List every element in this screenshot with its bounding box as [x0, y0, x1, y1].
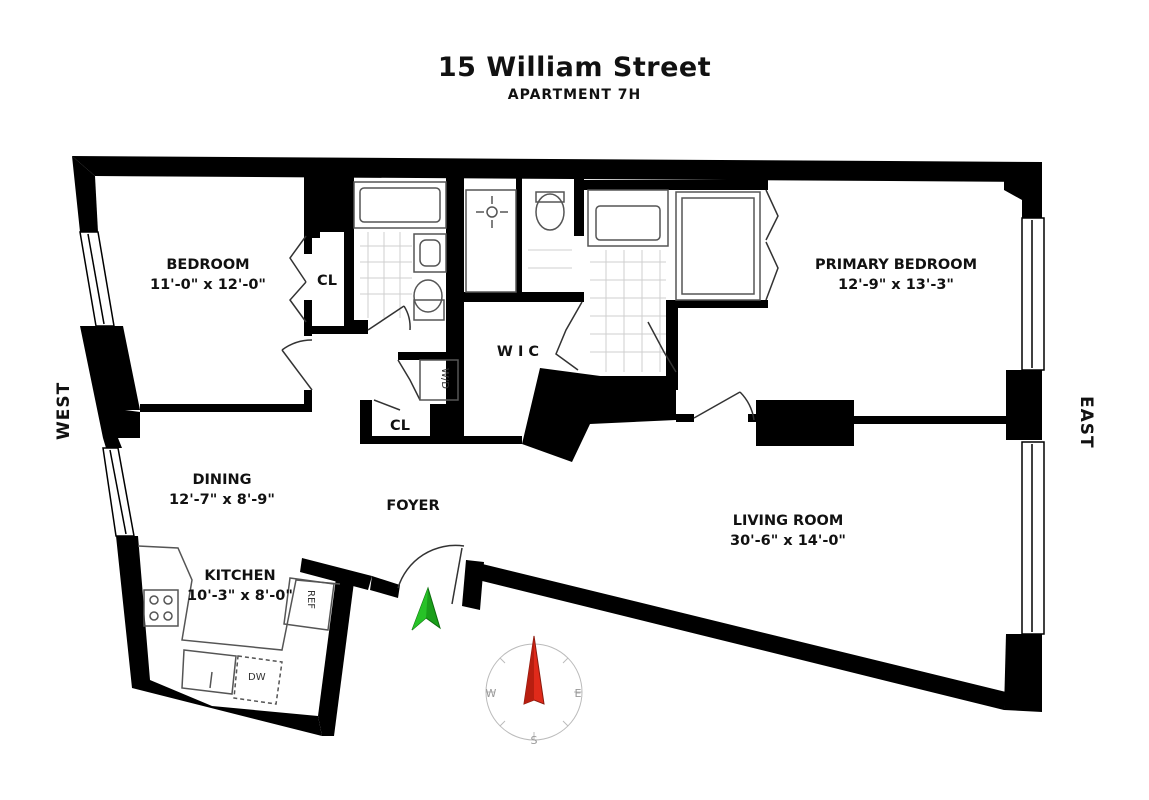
windows — [79, 217, 1045, 635]
direction-east: EAST — [1076, 396, 1096, 449]
compass-west: W — [486, 687, 497, 700]
living-room-dims: 30'-6" x 14'-0" — [729, 533, 846, 549]
room-label-wic: W I C — [496, 344, 540, 360]
compass-south: S — [531, 734, 538, 747]
compass-icon: W E S — [485, 635, 583, 747]
kitchen-dims: 10'-3" x 8'-0" — [187, 588, 293, 604]
plan-title: 15 William Street — [437, 52, 712, 83]
room-label-primary-bedroom: PRIMARY BEDROOM 12'-9" x 13'-3" — [806, 255, 986, 295]
bath-2-tile-grid — [528, 249, 666, 372]
room-label-foyer-closet: CL — [390, 418, 410, 434]
living-room-name: LIVING ROOM — [732, 513, 844, 529]
dining-name: DINING — [192, 472, 252, 488]
dishwasher-label: DW — [248, 672, 266, 683]
room-label-living-room: LIVING ROOM 30'-6" x 14'-0" — [718, 511, 858, 551]
bathroom-1-fixtures — [353, 181, 447, 321]
interior-walls — [140, 176, 1006, 462]
direction-west: WEST — [54, 381, 74, 440]
primary-bedroom-name: PRIMARY BEDROOM — [815, 257, 977, 273]
dining-dims: 12'-7" x 8'-9" — [169, 492, 275, 508]
room-label-dining: DINING 12'-7" x 8'-9" — [162, 470, 282, 510]
washer-dryer-box — [419, 359, 459, 401]
bedroom-dims: 11'-0" x 12'-0" — [149, 277, 266, 293]
room-label-foyer: FOYER — [386, 498, 440, 514]
apartment-number: APARTMENT 7H — [507, 87, 642, 103]
kitchen-fixtures — [137, 545, 341, 705]
entry-arrow-icon — [411, 586, 441, 631]
bath-1-tile-grid — [360, 232, 412, 318]
room-label-bedroom-closet: CL — [317, 273, 337, 289]
bathroom-2-fixtures — [465, 189, 761, 301]
exterior-walls — [72, 156, 1042, 736]
kitchen-name: KITCHEN — [204, 568, 276, 584]
refrigerator-label: REF — [305, 590, 316, 610]
doors — [281, 189, 779, 605]
primary-bedroom-dims: 12'-9" x 13'-3" — [837, 277, 954, 293]
compass-east: E — [575, 687, 582, 700]
bedroom-name: BEDROOM — [166, 257, 250, 273]
room-label-kitchen: KITCHEN 10'-3" x 8'-0" — [180, 566, 300, 606]
washer-dryer-label: W/D — [439, 368, 450, 389]
room-label-bedroom: BEDROOM 11'-0" x 12'-0" — [148, 255, 268, 295]
